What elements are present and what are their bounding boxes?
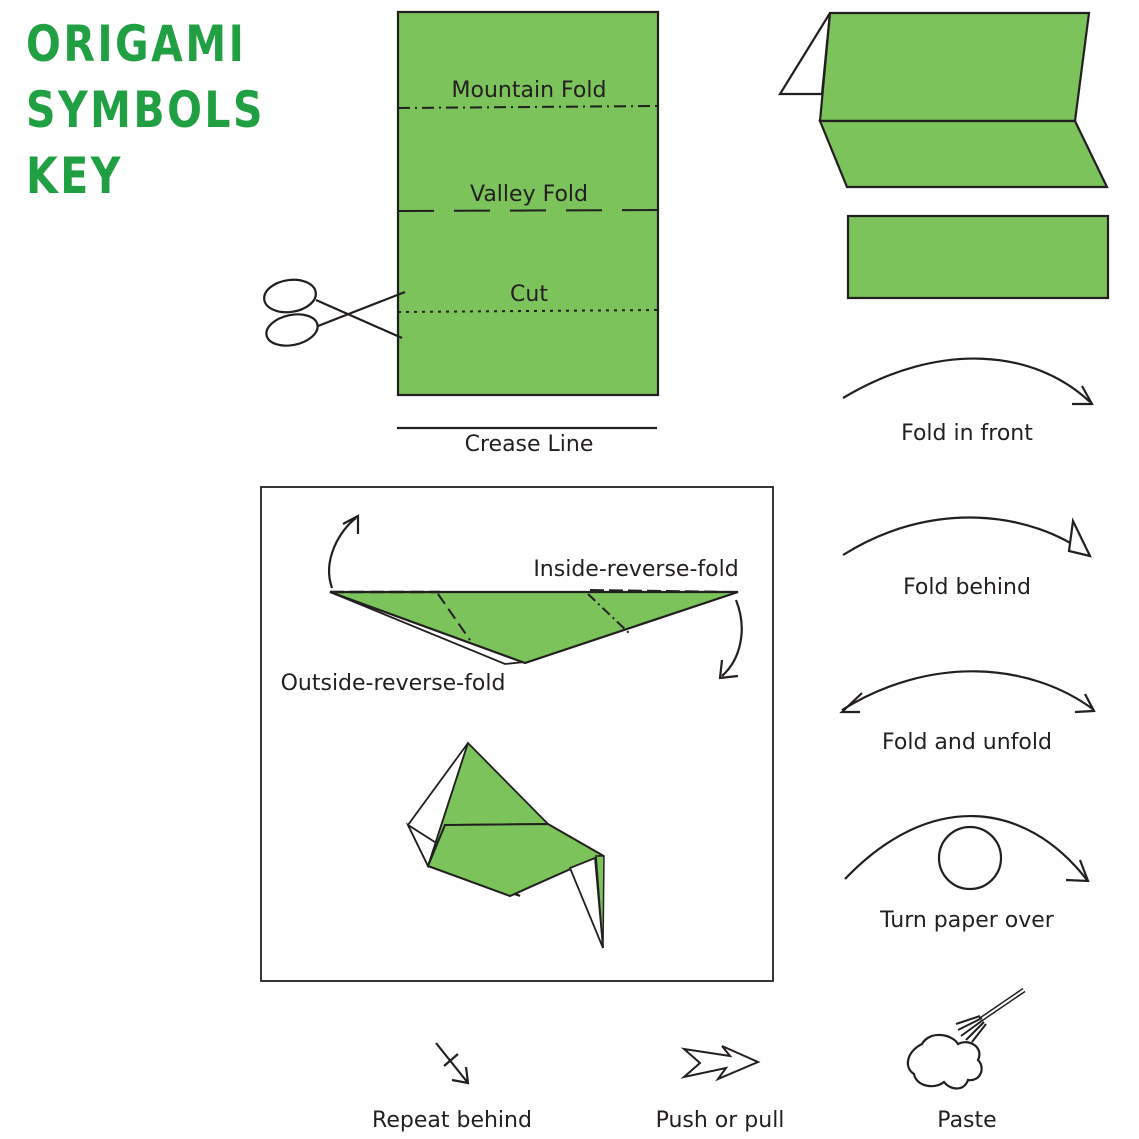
fold-in-front-arrowhead <box>1072 385 1094 406</box>
paste-brush-icon <box>955 987 1026 1043</box>
top-folded-panel <box>818 11 1091 123</box>
reverse-folded-model <box>405 741 605 949</box>
bottom-folded-panel <box>818 119 1109 189</box>
outside-reverse-fold-label: Outside-reverse-fold <box>281 671 506 696</box>
cut-line <box>397 309 659 313</box>
body-layer <box>426 822 605 898</box>
title-line-2: SYMBOLS <box>26 81 266 139</box>
turn-paper-over-arrowhead <box>1065 859 1090 883</box>
tail-green-layer <box>595 855 605 949</box>
inside-reverse-valley-line <box>589 589 737 593</box>
fold-behind-label: Fold behind <box>903 575 1031 600</box>
turn-paper-over-symbol: Turn paper over <box>844 815 1090 933</box>
valley-fold-label: Valley Fold <box>470 182 588 207</box>
outside-reverse-diagonal-line <box>437 593 471 641</box>
cut-strip <box>846 214 1110 300</box>
push-or-pull-label: Push or pull <box>656 1108 785 1133</box>
reverse-fold-box: Inside-reverse-fold Outside-reverse-fold <box>260 486 774 982</box>
inside-reverse-arrowhead <box>718 659 739 680</box>
turn-paper-over-arrow <box>844 815 1088 881</box>
fold-and-unfold-arrow <box>841 670 1095 711</box>
green-paper-sheet <box>396 10 660 397</box>
paste-blob <box>906 1033 983 1090</box>
repeat-behind-arrow-icon <box>443 1053 459 1067</box>
fold-in-front-symbol: Fold in front <box>842 357 1094 446</box>
fold-and-unfold-right-arrowhead <box>1074 693 1096 714</box>
flat-triangle-model <box>329 590 739 665</box>
turn-over-circle-icon <box>937 825 1003 891</box>
fold-and-unfold-label: Fold and unfold <box>882 730 1052 755</box>
outside-reverse-arrow <box>328 517 357 589</box>
inside-reverse-mountain-line <box>587 593 631 635</box>
title-line-1: ORIGAMI <box>26 15 247 73</box>
repeat-behind-arrowhead <box>451 1066 470 1085</box>
paste-label: Paste <box>937 1108 996 1133</box>
scissors-icon <box>263 278 406 347</box>
fold-lines-sheet: Mountain Fold Valley Fold Cut Crease Lin… <box>263 10 660 457</box>
title-line-3: KEY <box>26 147 123 205</box>
repeat-behind-arrow-line <box>435 1042 469 1084</box>
turn-paper-over-label: Turn paper over <box>879 908 1055 933</box>
push-pull-arrow-icon <box>680 1045 761 1082</box>
inside-reverse-arrow <box>721 599 743 677</box>
mountain-fold-line <box>397 105 659 109</box>
fold-behind-arrow <box>842 516 1091 557</box>
folded-paper-illustration <box>778 11 1110 300</box>
mountain-fold-label: Mountain Fold <box>452 78 607 103</box>
repeat-behind-symbol: Repeat behind <box>372 1042 532 1133</box>
cut-label: Cut <box>510 282 548 307</box>
white-flap <box>778 12 832 96</box>
paste-symbol: Paste <box>906 987 1026 1133</box>
valley-fold-line <box>397 209 659 212</box>
fold-and-unfold-symbol: Fold and unfold <box>839 670 1096 755</box>
fold-in-front-label: Fold in front <box>901 421 1033 446</box>
reverse-fold-frame <box>260 486 774 982</box>
push-or-pull-symbol: Push or pull <box>656 1045 785 1133</box>
fold-behind-arrowhead <box>1067 517 1093 558</box>
fold-and-unfold-left-arrowhead <box>839 692 863 714</box>
repeat-behind-label: Repeat behind <box>372 1108 532 1133</box>
crease-line-label: Crease Line <box>465 432 594 457</box>
inside-reverse-fold-label: Inside-reverse-fold <box>533 557 738 582</box>
outside-reverse-arrowhead <box>342 514 360 534</box>
fold-behind-symbol: Fold behind <box>842 516 1093 600</box>
fold-in-front-arrow <box>842 357 1091 403</box>
